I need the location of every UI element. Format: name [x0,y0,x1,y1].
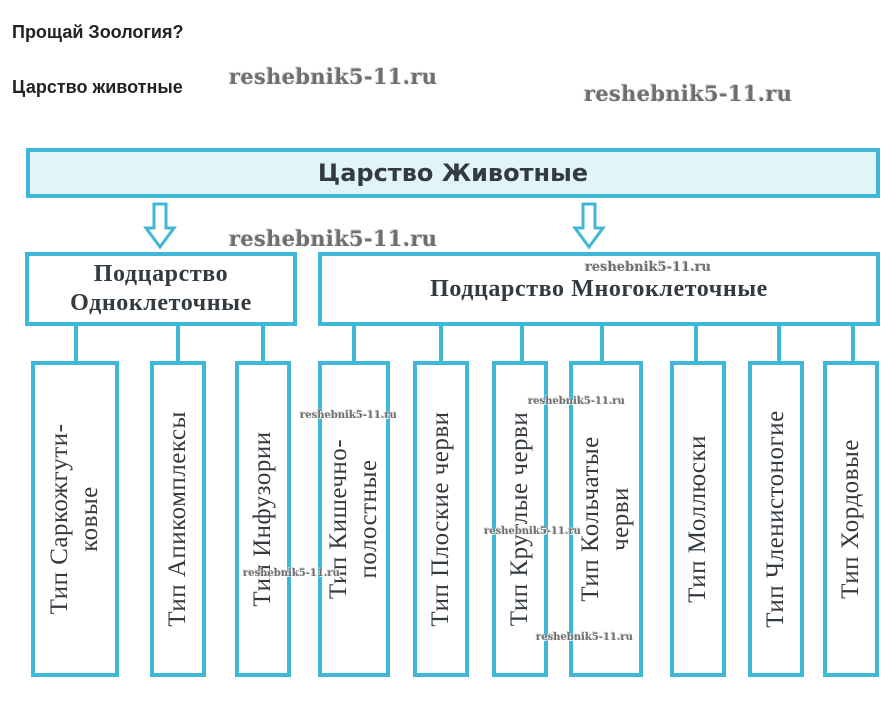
watermark: reshebnik5-11.ru [484,526,581,537]
connector-line [352,324,356,364]
type-flatworms-box: Тип Плоские черви [413,361,469,677]
connector-line [777,324,781,364]
kingdom-heading: Царство животные [12,77,183,97]
type-chordates-label: Тип Хордовые [837,439,864,599]
subkingdom-unicellular-label: Подцарство Одноклеточные [70,261,252,316]
watermark: reshebnik5-11.ru [243,568,340,579]
type-sarcomastigophora-box: Тип Саркожгути- ковые [31,361,119,677]
type-apicomplexa-label: Тип Апикомплексы [164,411,191,627]
root-kingdom-label: Царство Животные [317,159,589,187]
root-kingdom-box: Царство Животные [26,148,880,198]
type-apicomplexa-box: Тип Апикомплексы [150,361,206,677]
type-roundworms-label: Тип Круглые черви [506,411,533,627]
connector-line [439,324,443,364]
subkingdom-multicellular-box: Подцарство Многоклеточные [318,252,880,326]
connector-line [176,324,180,364]
connector-line [851,324,855,364]
subkingdom-unicellular-box: Подцарство Одноклеточные [25,252,297,326]
connector-line [74,324,78,364]
type-arthropods-label: Тип Членистоногие [762,410,789,628]
connector-line [694,324,698,364]
connector-line [600,324,604,364]
type-annelids-label: Тип Кольчатые черви [577,436,634,602]
subkingdom-multicellular-label: Подцарство Многоклеточные [430,275,768,302]
watermark: reshebnik5-11.ru [229,64,438,89]
type-mollusks-box: Тип Моллюски [670,361,726,677]
type-cnidaria-box: Тип Кишечно- полостные [318,361,390,677]
type-annelids-box: Тип Кольчатые черви [569,361,643,677]
watermark: reshebnik5-11.ru [585,260,712,275]
type-flatworms-label: Тип Плоские черви [427,411,454,627]
type-roundworms-box: Тип Круглые черви [492,361,548,677]
question-title: Прощай Зоология? [12,22,184,42]
connector-line [520,324,524,364]
type-sarcomastigophora-label: Тип Саркожгути- ковые [46,423,103,615]
type-arthropods-box: Тип Членистоногие [748,361,804,677]
type-chordates-box: Тип Хордовые [823,361,879,677]
watermark: reshebnik5-11.ru [528,396,625,407]
watermark: reshebnik5-11.ru [536,632,633,643]
watermark: reshebnik5-11.ru [300,410,397,421]
watermark: reshebnik5-11.ru [584,81,793,106]
connector-line [261,324,265,364]
type-ciliates-label: Тип Инфузории [249,431,276,607]
arrow-to-unicellular-icon [143,202,177,250]
watermark: reshebnik5-11.ru [229,226,438,251]
type-mollusks-label: Тип Моллюски [684,435,711,603]
arrow-to-multicellular-icon [572,202,606,250]
type-ciliates-box: Тип Инфузории [235,361,291,677]
